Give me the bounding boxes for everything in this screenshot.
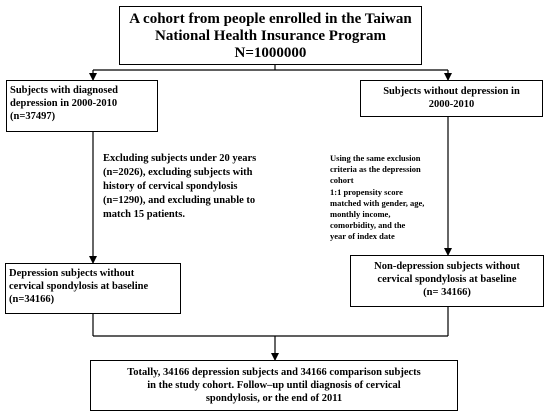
study-cohort-line-1: Totally, 34166 depression subjects and 3…: [127, 367, 421, 378]
cohort-source-line-2: National Health Insurance Program: [155, 28, 386, 44]
depression-baseline-line-1: Depression subjects without: [9, 268, 135, 279]
cohort-source-line-3: N=1000000: [234, 45, 307, 61]
depression-baseline-box: Depression subjects without cervical spo…: [5, 263, 181, 314]
matching-note-line-2: criteria as the depression: [330, 164, 421, 175]
matching-note-line-5: matched with gender, age,: [330, 197, 425, 208]
cohort-source-box: A cohort from people enrolled in the Tai…: [119, 6, 422, 65]
exclusion-note-line-3: history of cervical spondylosis: [103, 181, 238, 192]
matching-note-line-4: 1:1 propensity score: [330, 186, 403, 197]
study-cohort-line-2: in the study cohort. Follow–up until dia…: [147, 380, 401, 391]
exclusion-criteria-note: Excluding subjects under 20 years (n=202…: [103, 152, 256, 222]
no-depression-subjects-box: Subjects without depression in 2000-2010: [360, 80, 543, 117]
depression-subjects-line-3: (n=37497): [10, 111, 56, 122]
exclusion-note-line-5: match 15 patients.: [103, 209, 185, 220]
matching-criteria-note: Using the same exclusion criteria as the…: [330, 153, 424, 243]
cohort-source-line-1: A cohort from people enrolled in the Tai…: [129, 11, 412, 27]
depression-baseline-line-2: cervical spondylosis at baseline: [9, 281, 149, 292]
exclusion-note-line-1: Excluding subjects under 20 years: [103, 153, 257, 164]
matching-note-line-1: Using the same exclusion: [330, 153, 421, 163]
exclusion-note-line-4: (n=1290), and excluding unable to: [103, 195, 256, 206]
nondepression-baseline-box: Non-depression subjects without cervical…: [350, 255, 544, 307]
no-depression-subjects-line-2: 2000-2010: [428, 99, 475, 110]
study-cohort-line-3: spondylosis, or the end of 2011: [205, 393, 343, 404]
matching-note-line-8: year of index date: [330, 231, 395, 242]
matching-note-line-7: comorbidity, and the: [330, 220, 406, 231]
nondepression-baseline-line-2: cervical spondylosis at baseline: [377, 274, 517, 285]
depression-subjects-line-2: depression in 2000-2010: [10, 98, 118, 109]
nondepression-baseline-line-3: (n= 34166): [423, 287, 471, 298]
matching-note-line-6: monthly income,: [330, 209, 391, 220]
depression-baseline-line-3: (n=34166): [9, 294, 55, 305]
exclusion-note-line-2: (n=2026), excluding subjects with: [103, 167, 253, 178]
no-depression-subjects-line-1: Subjects without depression in: [383, 86, 520, 97]
nondepression-baseline-line-1: Non-depression subjects without: [374, 261, 520, 272]
depression-subjects-box: Subjects with diagnosed depression in 20…: [6, 80, 158, 132]
matching-note-line-3: cohort: [330, 175, 354, 186]
depression-subjects-line-1: Subjects with diagnosed: [10, 85, 118, 96]
study-cohort-total-box: Totally, 34166 depression subjects and 3…: [90, 360, 458, 411]
